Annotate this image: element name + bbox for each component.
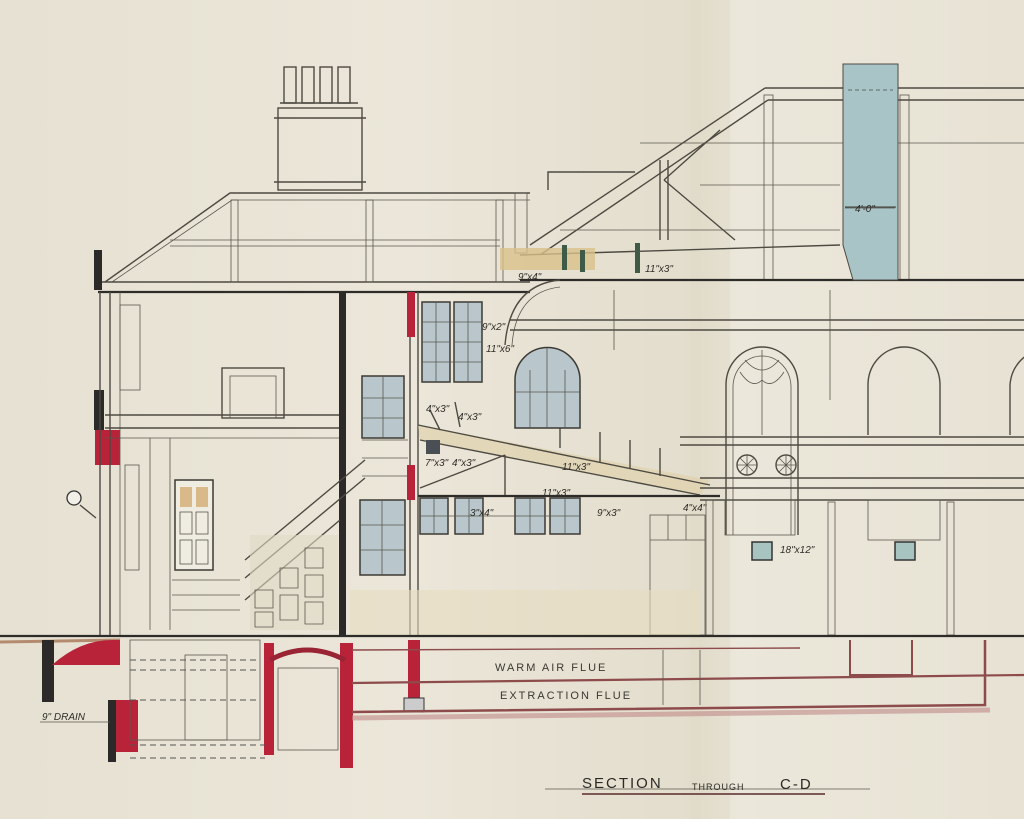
- label-landing-beam: 11"x3": [542, 488, 570, 499]
- label-flue-width: 4'-0": [855, 204, 875, 215]
- left-house-structure: [94, 250, 419, 637]
- flues: [351, 640, 1024, 721]
- floor-wash: [350, 590, 700, 635]
- label-stair-joist-b: 4"x3": [458, 412, 482, 423]
- label-small-post: 3"x4": [470, 508, 494, 519]
- wall-lamp: [66, 490, 97, 519]
- paper-fold: [690, 0, 730, 819]
- title-section: SECTION: [582, 775, 663, 792]
- staircase: [244, 439, 408, 630]
- extraction-flue-label: EXTRACTION FLUE: [500, 690, 632, 702]
- entrance-door: [172, 479, 240, 611]
- label-lintel: 11"x6": [486, 344, 514, 355]
- label-vent: 18"x12": [780, 545, 815, 556]
- hall-roof-truss: [500, 87, 1024, 346]
- label-roof-plate: 9"x4": [518, 272, 542, 283]
- label-stair-string: 11"x3": [562, 462, 590, 473]
- left-roof-truss: [98, 192, 530, 294]
- title-section-ref: C-D: [780, 776, 813, 793]
- windows: [359, 301, 581, 576]
- chimney: [274, 66, 366, 191]
- title-through: THROUGH: [692, 782, 745, 792]
- label-roof-beam: 11"x3": [645, 264, 673, 275]
- dimension-labels: 4'-0" 11"x3" 9"x4" 9"x2" 11"x6" 4"x3" 4"…: [425, 204, 895, 556]
- drain-label: 9" DRAIN: [42, 712, 86, 723]
- label-post: 4"x3": [452, 458, 476, 469]
- warm-air-flue-label: WARM AIR FLUE: [495, 662, 607, 674]
- hall-arched-windows: [613, 290, 1024, 535]
- label-wall-plate: 9"x2": [482, 322, 506, 333]
- label-strut: 7"x3": [425, 458, 449, 469]
- gallery-balcony: [649, 436, 1024, 636]
- label-floor-joist: 9"x3": [597, 508, 621, 519]
- basement: [42, 639, 425, 768]
- label-stair-joist-a: 4"x3": [426, 404, 450, 415]
- ventilation-flue: [842, 63, 899, 281]
- gallery-stair-framing: [417, 401, 720, 498]
- label-gallery-post: 4"x4": [683, 503, 707, 514]
- drawing-title: SECTION THROUGH C-D: [545, 775, 870, 795]
